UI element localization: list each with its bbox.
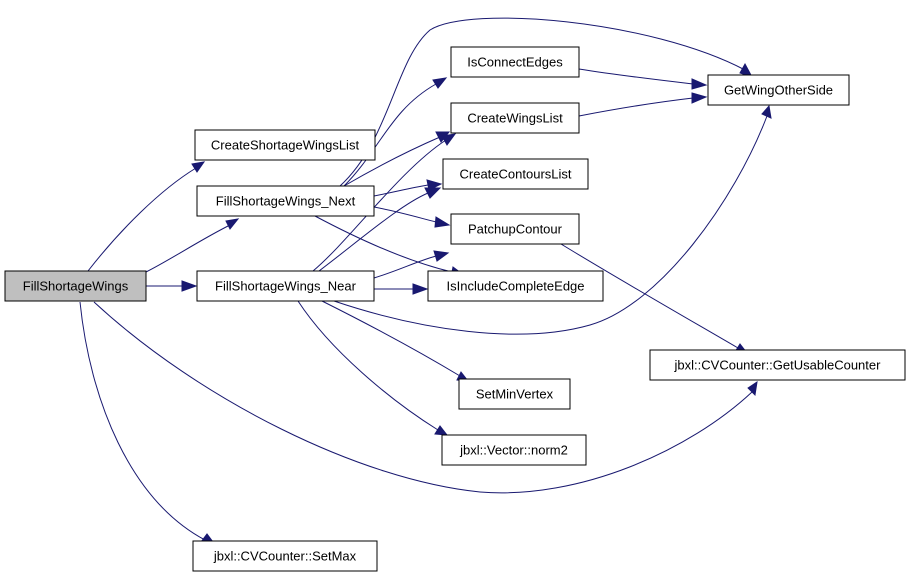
node-layer: FillShortageWings CreateShortageWingsList… [4,46,906,572]
node-box[interactable] [707,74,850,106]
node-ice[interactable]: IsConnectEdges [450,46,580,78]
node-box[interactable] [196,270,375,302]
node-label: CreateWingsList [467,111,563,126]
edge-line [373,206,437,223]
node-next[interactable]: FillShortageWings_Next [196,185,375,217]
arrow-head-icon [441,133,457,146]
edge-ice-gwos [578,68,708,90]
node-label: jbxl::CVCounter::SetMax [213,549,357,564]
node-label: GetWingOtherSide [724,83,833,98]
node-box[interactable] [442,158,589,190]
edge-near-smv [321,300,470,382]
edge-near-ccl [318,187,442,272]
node-near[interactable]: FillShortageWings_Near [196,270,375,302]
node-label: FillShortageWings_Near [215,279,357,294]
node-smv[interactable]: SetMinVertex [458,378,571,410]
node-label: IsConnectEdges [467,55,563,70]
edge-line [560,243,739,349]
edge-near-pc [373,250,450,279]
arrow-head-icon [412,283,429,295]
node-guc[interactable]: jbxl::CVCounter::GetUsableCounter [649,349,906,381]
arrow-head-icon [191,161,206,173]
arrow-head-icon [747,380,758,397]
node-box[interactable] [450,213,580,245]
node-label: jbxl::Vector::norm2 [459,443,568,458]
edge-next-pc [373,206,451,228]
edge-line [314,215,453,273]
arrow-head-icon [434,216,451,228]
edge-next-ice [343,77,448,187]
arrow-head-icon [434,425,449,436]
edge-line [93,301,753,494]
edge-cwl-gwos [578,92,708,117]
node-box[interactable] [458,378,571,410]
arrow-head-icon [181,280,198,292]
edge-fsw-setmax [79,301,214,543]
node-cwl[interactable]: CreateWingsList [450,102,580,134]
node-label: IsIncludeCompleteEdge [446,279,584,294]
node-box[interactable] [450,102,580,134]
edge-line [339,17,746,187]
node-label: FillShortageWings [23,279,129,294]
node-label: FillShortageWings_Next [216,194,356,209]
edge-near-cwl [312,133,457,272]
edge-line [321,300,461,377]
edge-line [312,139,447,272]
node-box[interactable] [4,270,147,302]
node-box[interactable] [441,434,587,466]
node-box[interactable] [194,129,376,161]
arrow-head-icon [691,92,708,104]
edge-fsw-near [146,280,198,292]
node-gwos[interactable]: GetWingOtherSide [707,74,850,106]
edge-near-norm2 [297,300,449,436]
arrow-head-icon [424,187,442,199]
node-label: jbxl::CVCounter::GetUsableCounter [674,358,882,373]
edge-line [297,300,439,431]
edge-line [578,68,694,85]
edge-line [373,255,437,279]
node-box[interactable] [196,185,375,217]
edge-layer [79,17,772,543]
edge-line [343,136,441,187]
node-pc[interactable]: PatchupContour [450,213,580,245]
edge-fsw-next [145,218,240,273]
edge-fsw-guc [93,301,758,494]
node-norm2[interactable]: jbxl::Vector::norm2 [441,434,587,466]
edge-near-ince [374,283,429,295]
edge-line [79,301,206,541]
node-box[interactable] [649,349,906,381]
node-box[interactable] [427,270,604,302]
edge-line [87,167,197,272]
edge-fsw-cswl [87,161,206,272]
node-label: CreateContoursList [460,167,572,182]
node-box[interactable] [192,540,378,572]
node-setmax[interactable]: jbxl::CVCounter::SetMax [192,540,378,572]
node-ccl[interactable]: CreateContoursList [442,158,589,190]
edge-line [373,184,429,197]
arrow-head-icon [225,218,240,230]
arrow-head-icon [691,78,708,90]
node-fsw[interactable]: FillShortageWings [4,270,147,302]
edge-near-gwos [333,104,772,335]
edge-line [343,83,437,187]
node-label: PatchupContour [468,222,563,237]
edge-line [145,224,231,273]
edge-line [333,115,768,335]
node-cswl[interactable]: CreateShortageWingsList [194,129,376,161]
node-label: CreateShortageWingsList [211,138,360,153]
node-ince[interactable]: IsIncludeCompleteEdge [427,270,604,302]
arrow-head-icon [761,104,772,119]
node-box[interactable] [450,46,580,78]
edge-line [318,192,429,272]
node-label: SetMinVertex [476,387,554,402]
arrow-head-icon [433,250,450,262]
arrow-head-icon [432,77,448,89]
edge-line [578,97,694,117]
